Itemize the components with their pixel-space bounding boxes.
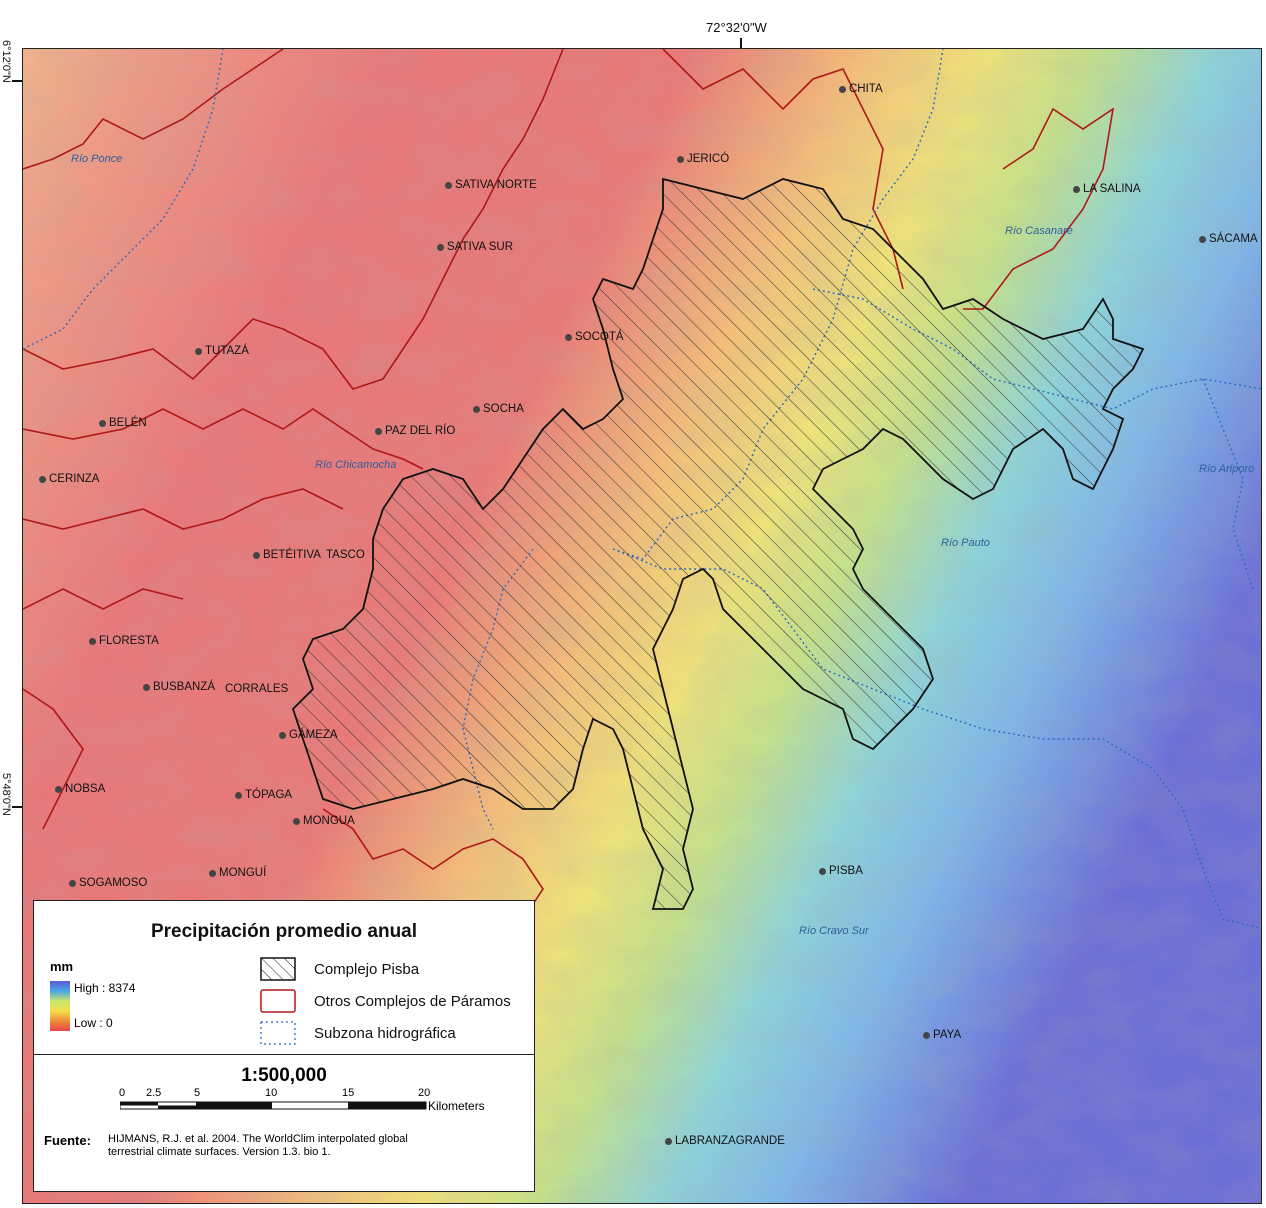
river-pauto-label: Río Pauto [941, 537, 990, 549]
place-socota: SOCOTÁ [565, 331, 624, 343]
place-marker-icon [375, 428, 382, 435]
place-marker-icon [665, 1138, 672, 1145]
place-marker-icon [819, 868, 826, 875]
red-outline-icon [260, 989, 296, 1013]
complejo-pisba-polygon [291, 177, 1145, 910]
place-marker-icon [1073, 186, 1080, 193]
scalebar-tick-10: 10 [265, 1087, 278, 1099]
latitude-tick-top [12, 80, 24, 82]
place-gameza: GÁMEZA [279, 729, 338, 741]
place-mongui: MONGUÍ [209, 867, 266, 879]
legend-item-pisba: Complejo Pisba [314, 961, 420, 978]
place-marker-icon [89, 638, 96, 645]
place-marker-icon [69, 880, 76, 887]
paramo-complex-outline-north [662, 49, 1115, 310]
place-marker-icon [293, 818, 300, 825]
scale-bar [120, 1101, 427, 1110]
place-marker-icon [677, 156, 684, 163]
place-belen: BELÉN [99, 417, 147, 429]
scalebar-tick-2-5: 2.5 [146, 1087, 162, 1099]
place-marker-icon [143, 684, 150, 691]
place-topaga: TÓPAGA [235, 789, 292, 801]
legend-item-subzona: Subzona hidrográfica [314, 1025, 456, 1042]
place-marker-icon [445, 182, 452, 189]
latitude-label-top: 6°12'0"N [0, 40, 12, 83]
place-sacama: SÁCAMA [1199, 233, 1258, 245]
legend-low-value: Low : 0 [74, 1016, 113, 1030]
scalebar-tick-5: 5 [194, 1087, 201, 1099]
place-marker-icon [99, 420, 106, 427]
paramo-complex-outline-south [322, 808, 544, 920]
place-paz-del-rio: PAZ DEL RÍO [375, 425, 455, 437]
place-sativa-norte: SATIVA NORTE [445, 179, 537, 191]
place-marker-icon [235, 792, 242, 799]
place-marker-icon [55, 786, 62, 793]
place-pisba: PISBA [819, 865, 863, 877]
map-legend: Precipitación promedio anual mm High : 8… [33, 900, 535, 1192]
place-floresta: FLORESTA [89, 635, 159, 647]
legend-unit: mm [50, 959, 74, 974]
place-cerinza: CERINZA [39, 473, 99, 485]
place-la-salina: LA SALINA [1073, 183, 1141, 195]
place-tutaza: TUTAZÁ [195, 345, 249, 357]
place-sogamoso: SOGAMOSO [69, 877, 147, 889]
place-paya: PAYA [923, 1029, 961, 1041]
place-mongua: MONGUA [293, 815, 355, 827]
legend-high-value: High : 8374 [74, 981, 136, 995]
river-ariporo-label: Río Ariporo [1199, 463, 1255, 475]
place-labranzagrande: LABRANZAGRANDE [665, 1135, 785, 1147]
place-marker-icon [195, 348, 202, 355]
place-marker-icon [39, 476, 46, 483]
place-tasco: TASCO [326, 549, 365, 561]
place-sativa-sur: SATIVA SUR [437, 241, 513, 253]
place-marker-icon [565, 334, 572, 341]
legend-item-paramos: Otros Complejos de Páramos [314, 993, 511, 1010]
scalebar-tick-15: 15 [342, 1087, 355, 1099]
place-marker-icon [253, 552, 260, 559]
river-ponce-label: Río Ponce [71, 153, 123, 165]
scalebar-tick-0: 0 [119, 1087, 126, 1099]
place-jerico: JERICÓ [677, 153, 729, 165]
source-citation: HIJMANS, R.J. et al. 2004. The WorldClim… [108, 1133, 408, 1158]
river-chicamocha-label: Río Chicamocha [315, 459, 397, 471]
longitude-label: 72°32'0"W [706, 20, 767, 35]
legend-divider [34, 1054, 534, 1055]
place-marker-icon [279, 732, 286, 739]
hatched-polygon-icon [260, 957, 296, 981]
place-marker-icon [1199, 236, 1206, 243]
river-cravo-sur-label: Río Cravo Sur [799, 925, 869, 937]
legend-color-ramp [50, 981, 70, 1031]
paramo-complex-outline-west [23, 49, 564, 830]
place-marker-icon [473, 406, 480, 413]
scalebar-tick-20: 20 [418, 1087, 431, 1099]
latitude-label-bottom: 5°48'0"N [0, 773, 12, 816]
river-casanare-label: Río Casanare [1005, 225, 1073, 237]
longitude-tick [740, 38, 742, 50]
place-beteitiva: BETÉITIVA [253, 549, 321, 561]
place-marker-icon [923, 1032, 930, 1039]
place-marker-icon [437, 244, 444, 251]
latitude-tick-bottom [12, 806, 24, 808]
source-label: Fuente: [44, 1133, 91, 1148]
legend-title: Precipitación promedio anual [150, 921, 418, 942]
blue-dotted-icon [260, 1021, 296, 1045]
place-busbanza: BUSBANZÁ [143, 681, 215, 693]
scalebar-unit: Kilometers [428, 1099, 485, 1113]
place-chita: CHITA [839, 83, 883, 95]
place-marker-icon [839, 86, 846, 93]
scale-ratio: 1:500,000 [241, 1065, 327, 1086]
place-marker-icon [209, 870, 216, 877]
place-corrales: CORRALES [225, 683, 289, 695]
place-socha: SOCHA [473, 403, 524, 415]
place-nobsa: NOBSA [55, 783, 105, 795]
